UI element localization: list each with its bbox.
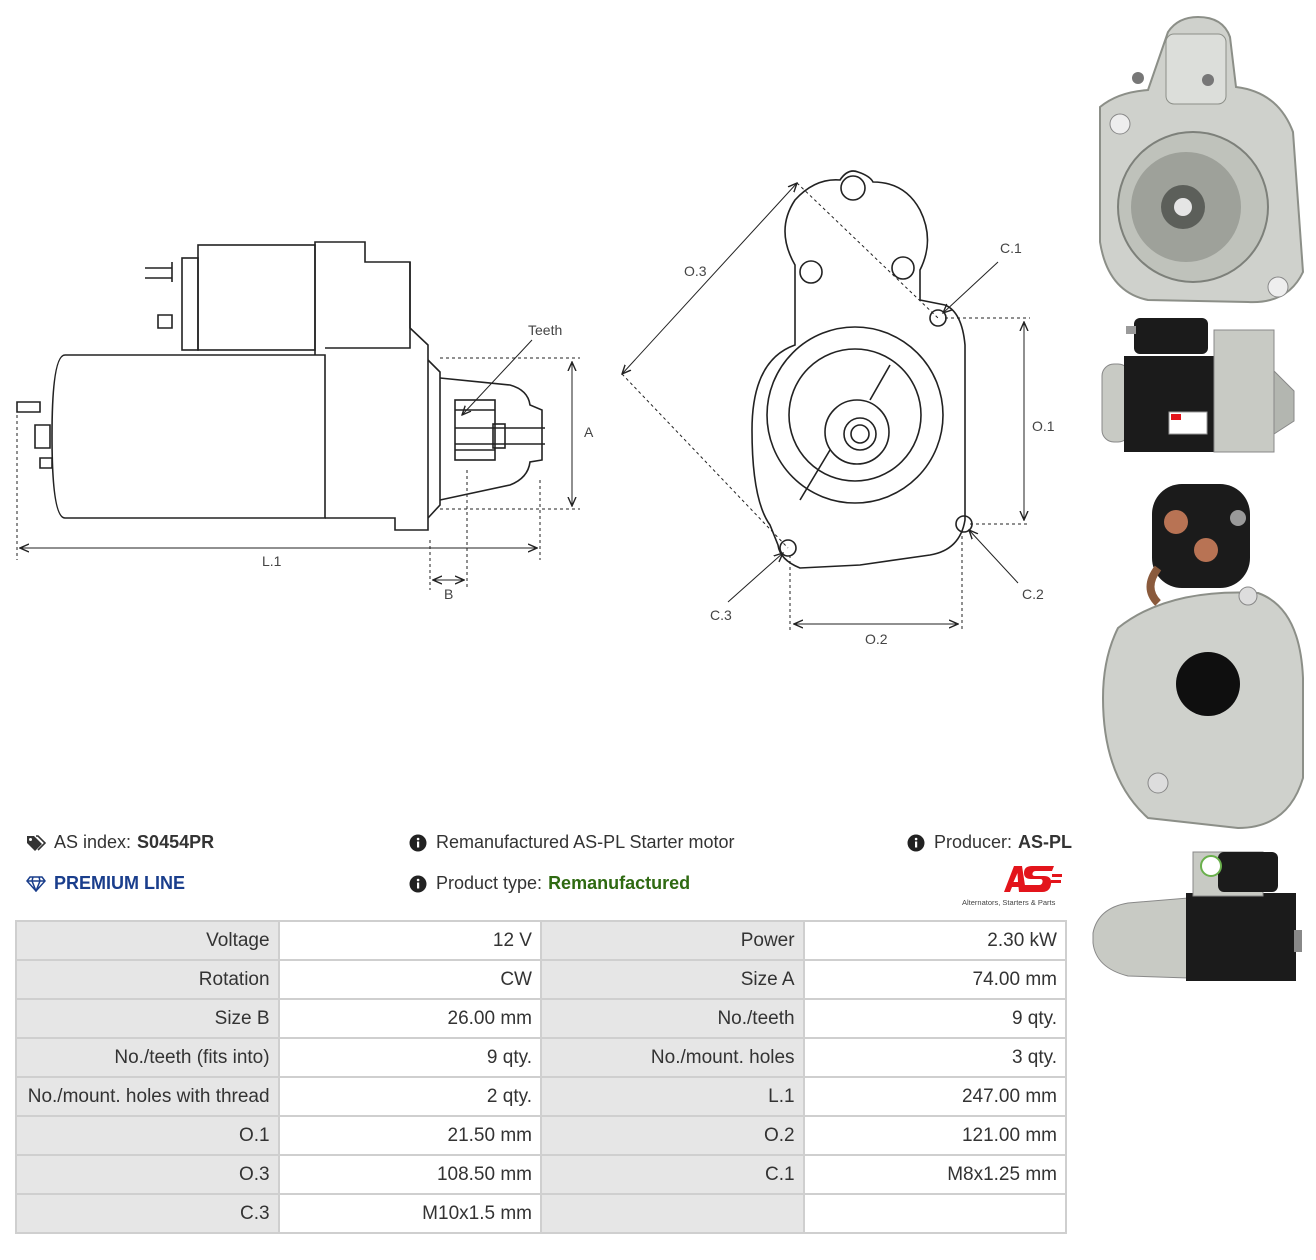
photo-front-view <box>1099 15 1305 304</box>
label-o2: O.2 <box>865 631 888 647</box>
spec-row: No./teeth (fits into)9 qty.No./mount. ho… <box>15 1037 1068 1078</box>
label-c1: C.1 <box>1000 240 1022 256</box>
description-text: Remanufactured AS-PL Starter motor <box>436 832 735 852</box>
as-index: AS index: S0454PR <box>26 832 214 853</box>
spec-value: 108.50 mm <box>277 1154 542 1195</box>
label-c3: C.3 <box>710 607 732 623</box>
spec-label: Rotation <box>15 959 280 1000</box>
spec-label: Power <box>539 920 805 961</box>
info-icon <box>906 833 926 853</box>
spec-value: CW <box>277 959 542 1000</box>
premium-line: PREMIUM LINE <box>26 873 185 894</box>
technical-drawings: Teeth A B L.1 O.3 C.1 O.1 C.2 C.3 O.2 <box>16 170 1055 647</box>
as-index-label: AS index: <box>54 832 132 852</box>
product-type-label: Product type: <box>436 873 543 893</box>
producer: Producer: AS-PL <box>906 832 1072 853</box>
spec-value: 74.00 mm <box>802 959 1068 1000</box>
tags-icon <box>26 833 46 853</box>
photo-side-view <box>1101 318 1295 453</box>
spec-value <box>802 1193 1068 1234</box>
diamond-icon <box>26 874 46 894</box>
spec-label: Voltage <box>15 920 280 961</box>
front-view-dimensions <box>622 183 1030 630</box>
spec-value: M8x1.25 mm <box>802 1154 1068 1195</box>
spec-label: Size B <box>15 998 280 1039</box>
label-a: A <box>584 424 594 440</box>
description: Remanufactured AS-PL Starter motor <box>408 832 734 853</box>
producer-label: Producer: <box>934 832 1013 852</box>
as-index-value: S0454PR <box>137 832 215 852</box>
spec-label: Size A <box>539 959 805 1000</box>
spec-label: C.3 <box>15 1193 280 1234</box>
product-type-value: Remanufactured <box>548 873 691 893</box>
label-c2: C.2 <box>1022 586 1044 602</box>
spec-value: 2.30 kW <box>802 920 1068 961</box>
spec-label: O.2 <box>539 1115 805 1156</box>
spec-value: 9 qty. <box>802 998 1068 1039</box>
spec-value: 247.00 mm <box>802 1076 1068 1117</box>
spec-value: 121.00 mm <box>802 1115 1068 1156</box>
spec-value: 12 V <box>277 920 542 961</box>
spec-value: 3 qty. <box>802 1037 1068 1078</box>
spec-label: No./teeth <box>539 998 805 1039</box>
info-icon <box>408 874 428 894</box>
spec-value: M10x1.5 mm <box>277 1193 542 1234</box>
info-icon <box>408 833 428 853</box>
label-teeth: Teeth <box>528 322 562 338</box>
producer-value: AS-PL <box>1018 832 1073 852</box>
spec-label: O.3 <box>15 1154 280 1195</box>
logo-tagline: Alternators, Starters & Parts <box>962 898 1056 907</box>
label-o3: O.3 <box>684 263 707 279</box>
front-view-drawing <box>751 170 973 569</box>
label-l1: L.1 <box>262 553 282 569</box>
as-pl-logo: Alternators, Starters & Parts <box>962 866 1062 907</box>
label-b: B <box>444 586 453 602</box>
spec-label: O.1 <box>15 1115 280 1156</box>
spec-label: C.1 <box>539 1154 805 1195</box>
side-view-dimensions <box>16 339 580 590</box>
side-view-drawing <box>16 241 545 531</box>
spec-value: 9 qty. <box>277 1037 542 1078</box>
label-o1: O.1 <box>1032 418 1055 434</box>
spec-value: 26.00 mm <box>277 998 542 1039</box>
spec-label <box>539 1193 805 1234</box>
spec-label: L.1 <box>539 1076 805 1117</box>
premium-line-label: PREMIUM LINE <box>54 873 186 893</box>
spec-value: 2 qty. <box>277 1076 542 1117</box>
spec-value: 21.50 mm <box>277 1115 542 1156</box>
spec-label: No./mount. holes <box>539 1037 805 1078</box>
photo-rear-view <box>1101 484 1304 830</box>
photo-top-view <box>1092 851 1302 981</box>
spec-label: No./mount. holes with thread <box>15 1076 280 1117</box>
product-type: Product type: Remanufactured <box>408 873 690 894</box>
spec-label: No./teeth (fits into) <box>15 1037 280 1078</box>
